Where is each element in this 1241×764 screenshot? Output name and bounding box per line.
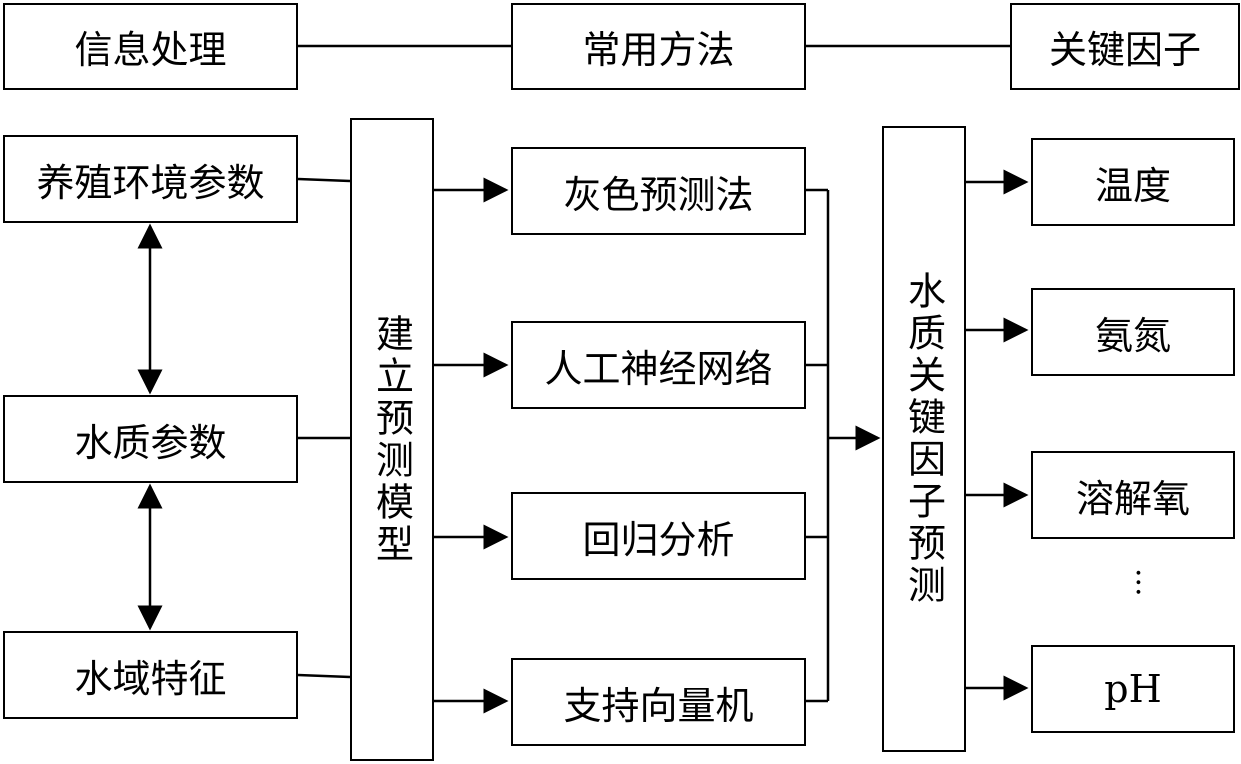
input-water-area-features: 水域特征 [3,631,298,719]
input-aquaculture-environment: 养殖环境参数 [3,135,298,223]
method-svm: 支持向量机 [511,658,806,746]
method-regression-analysis: 回归分析 [511,492,806,580]
method-grey-prediction: 灰色预测法 [511,147,806,235]
output-dissolved-oxygen: 溶解氧 [1031,451,1235,539]
build-prediction-model-label: 建立预测模型 [369,313,414,566]
header-key-factors: 关键因子 [1010,3,1240,90]
ellipsis: ··· [1120,568,1155,597]
output-temperature: 温度 [1031,138,1235,226]
output-ammonia-nitrogen: 氨氮 [1031,288,1235,376]
build-prediction-model: 建立预测模型 [350,118,434,761]
key-factor-prediction-label: 水质关键因子预测 [901,271,946,607]
header-common-methods: 常用方法 [511,3,806,90]
key-factor-prediction: 水质关键因子预测 [882,126,966,752]
header-info-processing: 信息处理 [3,3,298,90]
input-water-quality: 水质参数 [3,395,298,483]
output-ph: pH [1031,645,1235,733]
method-neural-network: 人工神经网络 [511,321,806,409]
